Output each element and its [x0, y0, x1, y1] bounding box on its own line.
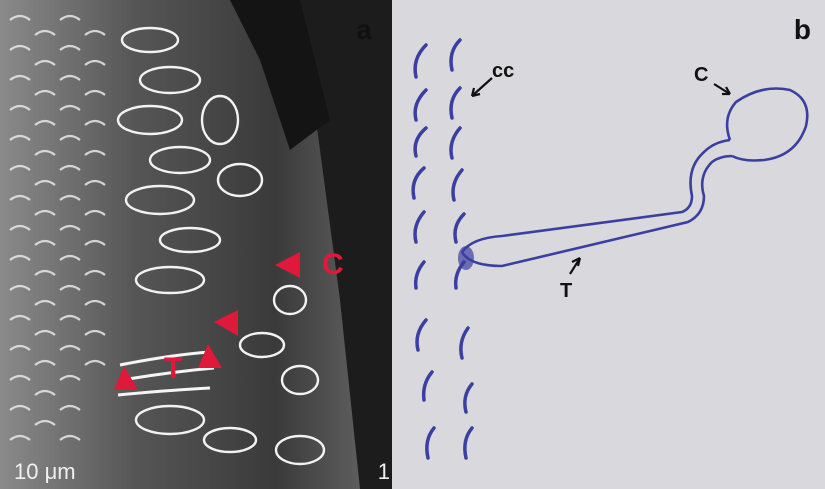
label-cc: cc	[492, 60, 514, 83]
label-t-red: T	[164, 352, 182, 386]
panel-letter-b: b	[794, 14, 811, 46]
scale-tail-label: 1	[378, 459, 390, 485]
micrograph-panel: C T a 10 μm 1	[0, 0, 392, 489]
drawing-panel: cc C T b	[392, 0, 825, 489]
scale-bar-label: 10 μm	[14, 459, 76, 485]
label-c-red: C	[322, 248, 344, 282]
label-c-dark: C	[694, 64, 708, 87]
micrograph-image	[0, 0, 392, 489]
drawing-image	[392, 0, 825, 489]
panel-letter-a: a	[356, 14, 372, 46]
label-t-dark: T	[560, 280, 572, 303]
